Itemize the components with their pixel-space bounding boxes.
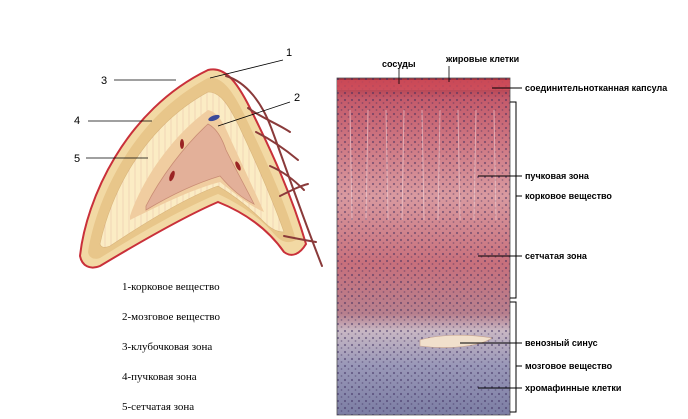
label-venous-sinus: венозный синус [525, 338, 598, 348]
legend-item: 2-мозговое вещество [122, 311, 221, 323]
fasciculata-cords [349, 109, 497, 221]
legend: 1-корковое вещество 2-мозговое вещество … [122, 281, 221, 413]
tissue-cell-texture [337, 78, 510, 415]
label-medulla: мозговое вещество [525, 361, 613, 371]
adrenal-gland-drawing: 1 2 3 4 5 [74, 47, 323, 269]
label-chromaffin-cells: хромафинные клетки [525, 383, 621, 393]
label-zona-fasciculata: пучковая зона [525, 171, 590, 181]
label-vessels: сосуды [382, 59, 416, 69]
connective-capsule-band [337, 80, 510, 90]
venous-sinus-shape [419, 334, 493, 348]
legend-item: 3-клубочковая зона [122, 341, 212, 353]
legend-item: 5-сетчатая зона [122, 401, 194, 413]
label-fat-cells: жировые клетки [445, 54, 519, 64]
legend-item: 4-пучковая зона [122, 371, 197, 383]
label-number-3: 3 [101, 75, 107, 87]
medullary-vessel [169, 170, 175, 182]
medullary-vessel [235, 161, 241, 171]
label-number-2: 2 [294, 92, 300, 104]
label-cortex: корковое вещество [525, 191, 612, 201]
label-number-5: 5 [74, 153, 80, 165]
medulla [145, 123, 255, 211]
histology-section: сосуды жировые клетки соединительнотканн… [336, 54, 668, 416]
histology-pointers [460, 87, 522, 413]
label-number-4: 4 [74, 115, 80, 127]
external-vessels [225, 75, 323, 267]
label-number-1: 1 [286, 47, 292, 59]
legend-item: 1-корковое вещество [122, 281, 220, 293]
label-connective-capsule: соединительнотканная капсула [525, 83, 668, 93]
label-zona-reticularis: сетчатая зона [525, 251, 588, 261]
leader-lines [86, 59, 291, 159]
central-vein [208, 114, 220, 122]
medullary-vessel [180, 139, 184, 149]
